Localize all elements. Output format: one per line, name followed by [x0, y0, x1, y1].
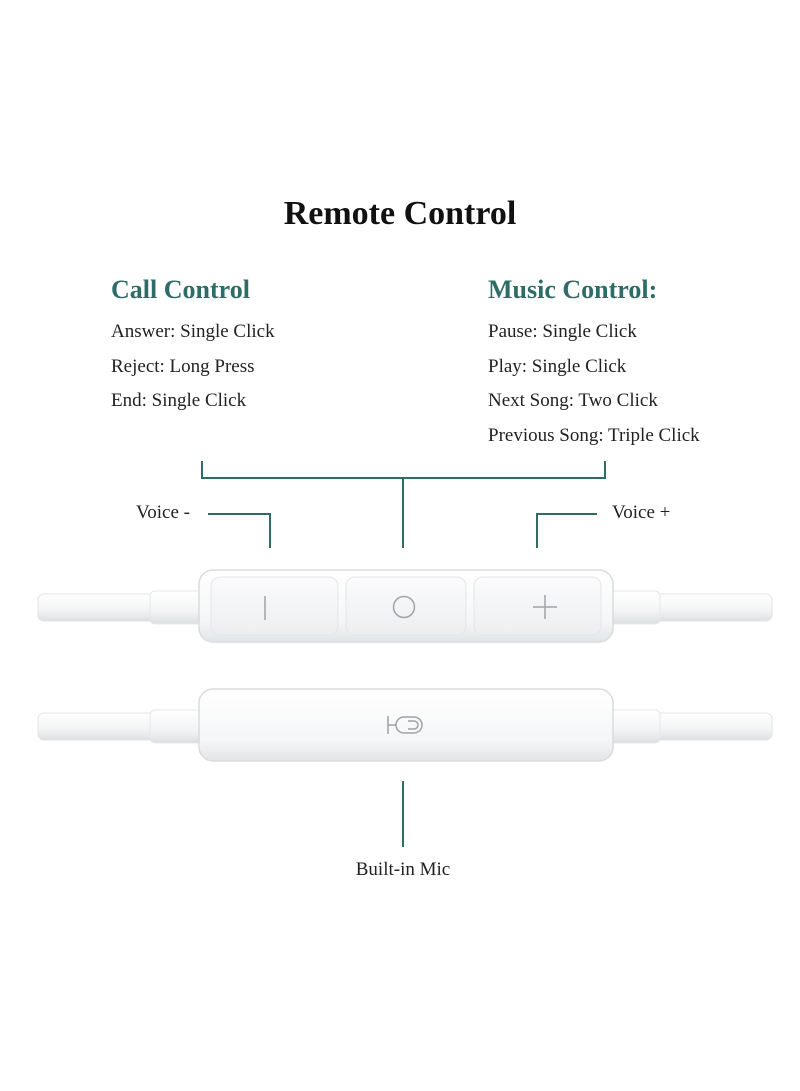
list-item: Previous Song: Triple Click — [488, 424, 700, 446]
voice-down-label: Voice - — [136, 502, 190, 523]
voice-up-label: Voice + — [612, 502, 671, 523]
mic-unit — [37, 688, 773, 762]
microphone-icon — [387, 716, 423, 734]
page-title: Remote Control — [283, 195, 517, 232]
mic-body — [198, 688, 614, 762]
list-item: Answer: Single Click — [111, 321, 275, 342]
remote-control-unit — [37, 569, 773, 643]
call-control-list: Answer: Single Click Reject: Long Press … — [111, 315, 275, 419]
volume-up-button — [473, 576, 602, 636]
voice-down-line — [208, 513, 271, 548]
call-control-heading: Call Control — [111, 275, 250, 304]
music-control-list: Pause: Single Click Play: Single Click N… — [488, 315, 700, 453]
volume-down-button — [210, 576, 339, 636]
center-button — [345, 576, 467, 636]
bracket-line — [201, 461, 606, 479]
bracket-lines — [201, 461, 606, 847]
plus-icon — [533, 595, 557, 619]
built-in-mic-label: Built-in Mic — [355, 859, 451, 880]
list-item: Pause: Single Click — [488, 321, 637, 342]
music-control-heading: Music Control: — [488, 275, 658, 304]
list-item: Reject: Long Press — [111, 355, 255, 377]
list-item: Next Song: Two Click — [488, 390, 658, 411]
circle-icon — [392, 595, 416, 619]
list-item: End: Single Click — [111, 390, 247, 411]
list-item: Play: Single Click — [488, 355, 627, 377]
voice-up-line — [536, 513, 597, 548]
